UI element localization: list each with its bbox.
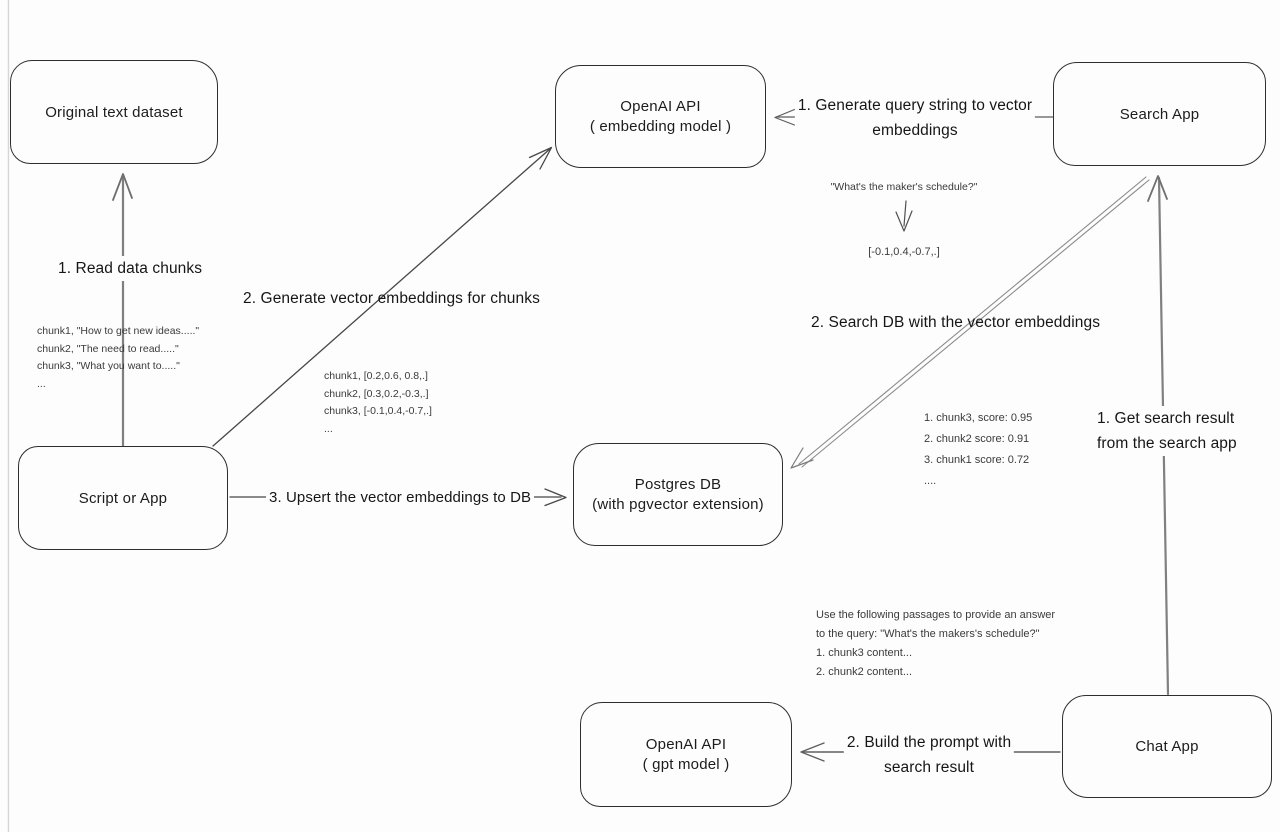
- arrow-query-string-to-vector: [895, 200, 913, 232]
- node-original-text-dataset[interactable]: Original text dataset: [10, 60, 218, 164]
- node-sublabel: (with pgvector extension): [592, 496, 764, 513]
- node-label: Script or App: [78, 489, 168, 507]
- annotation-query-vector: [-0.1,0.4,-0.7,.]: [868, 246, 940, 258]
- node-sublabel: ( gpt model ): [642, 756, 730, 773]
- node-label: Chat App: [1135, 738, 1199, 755]
- node-openai-embedding[interactable]: OpenAI API ( embedding model ): [555, 65, 766, 168]
- node-openai-gpt[interactable]: OpenAI API ( gpt model ): [580, 702, 792, 807]
- node-search-app[interactable]: Search App: [1053, 62, 1266, 166]
- node-label: Search App: [1119, 105, 1200, 123]
- node-label: OpenAI API: [645, 736, 727, 753]
- edge-label-get-search-result: 1. Get search result from the search app: [1094, 406, 1240, 456]
- node-sublabel: ( embedding model ): [589, 118, 732, 135]
- arrow-search-db: [790, 176, 1150, 469]
- annotation-query-string: "What's the maker's schedule?": [830, 181, 978, 193]
- annotation-chunk-vectors: chunk1, [0.2,0.6, 0.8,.] chunk2, [0.3,0.…: [324, 370, 432, 435]
- edge-label-build-prompt: 2. Build the prompt with search result: [843, 730, 1015, 780]
- node-label: Original text dataset: [45, 103, 183, 121]
- node-chat-app[interactable]: Chat App: [1062, 695, 1272, 798]
- annotation-search-scores: 1. chunk3, score: 0.95 2. chunk2 score: …: [924, 412, 1033, 487]
- edge-label-query-to-vector: 1. Generate query string to vector embed…: [794, 93, 1036, 143]
- annotation-prompt-text: Use the following passages to provide an…: [816, 609, 1056, 678]
- arrow-read-data-chunks: [112, 173, 133, 448]
- node-postgres-db[interactable]: Postgres DB (with pgvector extension): [573, 443, 783, 546]
- annotation-chunk-texts: chunk1, "How to get new ideas....." chun…: [37, 325, 200, 390]
- arrow-generate-embeddings: [212, 146, 553, 447]
- edge-label-generate-embeddings: 2. Generate vector embeddings for chunks: [243, 290, 540, 307]
- edge-label-read-data-chunks: 1. Read data chunks: [55, 256, 206, 281]
- node-script-or-app[interactable]: Script or App: [18, 446, 228, 550]
- edge-label-search-db: 2. Search DB with the vector embeddings: [811, 314, 1101, 331]
- node-label: OpenAI API: [620, 98, 701, 115]
- node-label: Postgres DB: [634, 476, 722, 493]
- edge-label-upsert: 3. Upsert the vector embeddings to DB: [266, 485, 535, 510]
